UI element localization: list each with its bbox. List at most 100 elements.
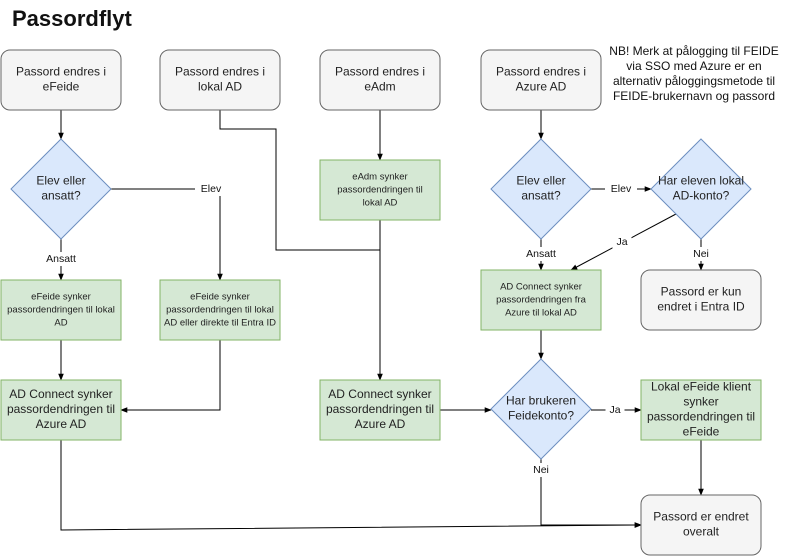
process-shape (319, 159, 441, 221)
node-label-line: AD-konto? (673, 189, 730, 203)
node-label-line: lokal AD (198, 80, 242, 94)
svg-text:Elev: Elev (201, 183, 222, 195)
node-label-line: Har brukeren (506, 394, 576, 408)
node-label-line: eAdm synker (352, 172, 407, 183)
edge-label-elev-1: Elev (195, 182, 227, 196)
terminal-shape (319, 49, 441, 111)
terminal-shape (0, 49, 122, 111)
terminal-shape (640, 494, 762, 556)
svg-text:Nei: Nei (693, 248, 709, 260)
node-label-line: Azure til lokal AD (505, 308, 577, 319)
node-label-line: passordendringen til lokal (166, 305, 274, 316)
node-label-line: Passord er kun (661, 285, 742, 299)
terminal-shape (640, 269, 762, 331)
node-label-line: Azure AD (355, 417, 406, 431)
svg-text:Ansatt: Ansatt (46, 253, 76, 265)
decision-shape (490, 358, 592, 460)
node-proc-eadm-synk: eAdm synker passordendringen til lokal AD (319, 159, 441, 221)
svg-text:Ja: Ja (609, 404, 620, 416)
node-label-line: eFeide synker (31, 292, 91, 303)
decision-shape (490, 138, 592, 240)
node-label-line: eAdm (364, 80, 395, 94)
node-label-line: synker (683, 395, 718, 409)
terminal-shape (480, 49, 602, 111)
node-label-line: AD Connect synker (9, 387, 112, 401)
node-label-line: eFeide (43, 80, 80, 94)
node-label-line: Elev eller (516, 174, 565, 188)
node-label-line: AD eller direkte til Entra ID (164, 318, 276, 329)
svg-text:Elev: Elev (611, 183, 632, 195)
node-label-line: endret i Entra ID (657, 300, 745, 314)
node-label-line: Azure AD (36, 417, 87, 431)
edge-label-ansatt-2: Ansatt (518, 247, 564, 261)
process-shape (640, 379, 762, 441)
node-label-line: passordendringen til (647, 410, 755, 424)
node-proc-lokal-klient: Lokal eFeide klientsynkerpassordendringe… (640, 379, 762, 441)
svg-text:Ja: Ja (616, 236, 627, 248)
node-label-line: passordendringen til (326, 402, 434, 416)
edge-label-elev-2: Elev (605, 182, 637, 196)
edge-label-nei-feide: Nei (528, 463, 554, 477)
page-title: Passordflyt (12, 6, 132, 31)
node-label-line: passordendringen til (337, 185, 423, 196)
edge-label-nei-lokal: Nei (688, 247, 714, 261)
node-label-line: Lokal eFeide klient (651, 380, 752, 394)
node-label-line: passordendringen til (7, 402, 115, 416)
edge-dec1-elev (111, 188, 223, 281)
node-label-line: Elev eller (36, 174, 85, 188)
node-proc-efeide-entra: eFeide synker passordendringen til lokalA… (159, 279, 281, 341)
node-label-line: eFeide (683, 425, 720, 439)
node-label-line: Passord endres i (175, 65, 265, 79)
svg-text:Ansatt: Ansatt (526, 248, 556, 260)
process-shape (0, 279, 122, 341)
node-label-line: eFeide synker (190, 292, 250, 303)
node-label-line: AD Connect synker (500, 282, 582, 293)
node-label-line: overalt (683, 525, 720, 539)
node-label-line: passordendringen til lokal (7, 305, 115, 316)
decision-shape (650, 138, 752, 240)
edge-dec3-nei (540, 459, 642, 528)
node-label-line: Har eleven lokal (658, 174, 744, 188)
edge-efeide-entra-to-adc1 (120, 340, 221, 413)
node-label-line: Feidekonto? (508, 409, 574, 423)
node-label-line: AD (54, 318, 67, 329)
edge-label-ansatt-1: Ansatt (38, 252, 84, 266)
process-shape (0, 379, 122, 441)
process-shape (480, 269, 602, 331)
node-label-line: AD Connect synker (328, 387, 431, 401)
node-label-line: Azure AD (516, 80, 567, 94)
edge-label-ja-feide: Ja (605, 403, 625, 417)
node-label-line: lokal AD (363, 198, 398, 209)
node-label-line: ansatt? (521, 189, 561, 203)
edge-label-ja-lokal: Ja (612, 235, 632, 249)
svg-text:Nei: Nei (533, 464, 549, 476)
process-shape (319, 379, 441, 441)
node-proc-efeide-lokal: eFeide synker passordendringen til lokalA… (0, 279, 122, 341)
terminal-shape (159, 49, 281, 111)
node-label-line: passordendringen fra (496, 295, 586, 306)
node-label-line: Passord endres i (496, 65, 586, 79)
node-label-line: ansatt? (41, 189, 81, 203)
decision-shape (10, 138, 112, 240)
node-label-line: Passord endres i (335, 65, 425, 79)
node-label-line: Passord er endret (653, 510, 749, 524)
edge-adc1-to-end (60, 440, 642, 531)
note-text: NB! Merk at pålogging til FEIDE via SSO … (609, 44, 779, 103)
process-shape (159, 279, 281, 341)
node-label-line: Passord endres i (16, 65, 106, 79)
